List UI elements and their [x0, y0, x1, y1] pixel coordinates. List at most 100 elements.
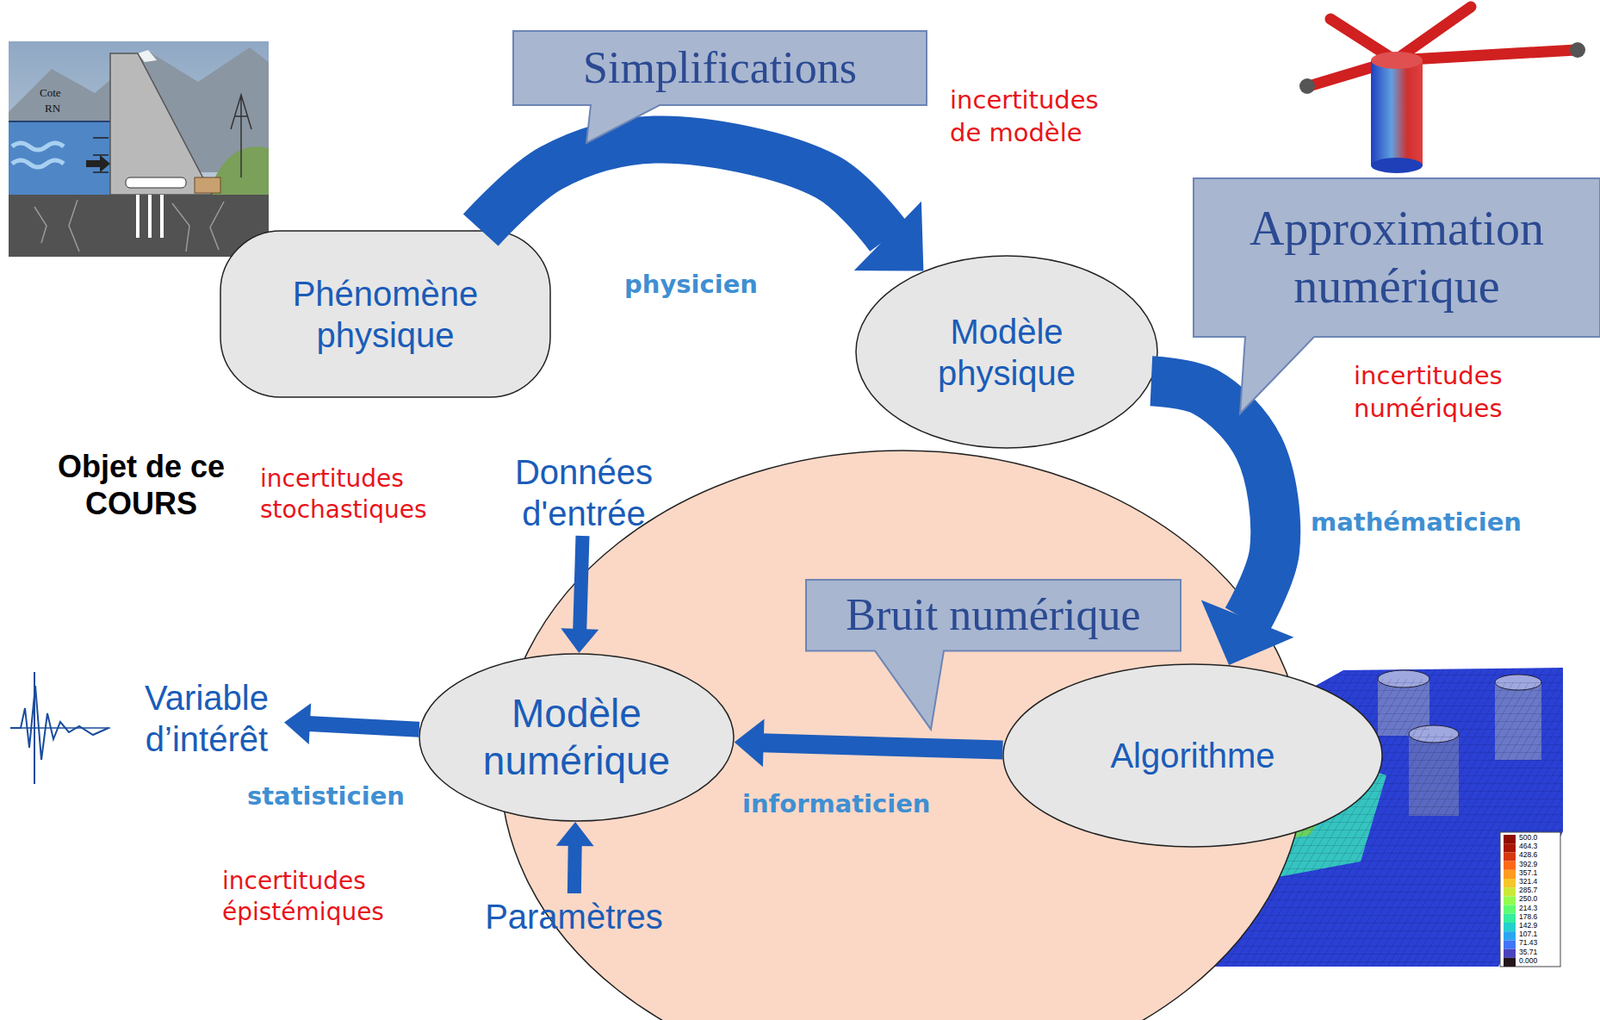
scale-swatch [1503, 851, 1516, 861]
flow-arrow [734, 718, 1004, 767]
dam-illustration-part [8, 120, 114, 197]
scale-value: 250.0 [1519, 894, 1538, 903]
scale-value: 357.1 [1519, 868, 1538, 877]
input-label: Données d'entrée [499, 449, 669, 536]
uncertainty-note: incertitudes numériques [1353, 359, 1503, 425]
dam-illustration [8, 41, 269, 257]
model-ellipse-shape [419, 653, 734, 821]
scale-swatch [1503, 939, 1516, 949]
flow-arrow [556, 821, 595, 894]
node-label: Variable d’intérêt [144, 676, 269, 760]
scale-value: 464.3 [1519, 842, 1538, 850]
callout-box: Bruit numérique [806, 579, 1181, 651]
uncertainty-note: incertitudes stochastiques [260, 463, 428, 527]
process-box-outline [219, 229, 552, 398]
model-ellipse: Modèle physique [855, 254, 1159, 449]
arrow-head [556, 821, 595, 846]
dam-illustration-part [8, 41, 269, 257]
part-3d-view-part [1308, 6, 1576, 87]
flow-arrow [284, 702, 420, 745]
node-label: Paramètres [484, 895, 664, 937]
scale-value: 178.6 [1519, 912, 1538, 921]
model-ellipse: Modèle numérique [418, 652, 735, 822]
finite-element-mesh-part [1377, 678, 1430, 736]
scale-value: 71.43 [1519, 938, 1538, 947]
color-scale [1503, 834, 1516, 967]
arrow-shaft [1151, 380, 1276, 621]
part-3d-view-part [1370, 51, 1423, 69]
algorithm-ellipse-shape [1003, 663, 1383, 847]
callout-box: Simplifications [513, 31, 927, 106]
node-label: Phénomène physique [292, 272, 479, 356]
dam-illustration-part [8, 120, 111, 123]
node-label: Approximation numérique [1249, 199, 1545, 316]
dam-illustration-part [86, 155, 111, 173]
node-label: Objet de ce COURS [24, 446, 259, 524]
finite-element-mesh-part [1408, 733, 1459, 816]
arrow-shaft [567, 843, 583, 894]
model-ellipse-outline [418, 652, 735, 822]
scale-value: 285.7 [1519, 886, 1538, 894]
node-label: Modèle numérique [483, 689, 670, 785]
node-label: Simplifications [582, 41, 857, 95]
scale-swatch [1503, 913, 1516, 923]
part-3d-view-part [1569, 42, 1586, 58]
text-block: Données d'entrée [514, 451, 653, 534]
text-block: Objet de ce COURS [24, 446, 259, 524]
scale-value: 500.0 [1519, 833, 1538, 842]
flow-arrow [480, 139, 924, 272]
signal-icon-part [10, 685, 109, 760]
uncertainty-note: incertitudes épistémiques [222, 865, 385, 929]
signal-icon [10, 671, 111, 784]
part-3d-view-part [1370, 157, 1423, 174]
node-label: Modèle physique [937, 310, 1076, 394]
dam-illustration-part [8, 194, 269, 257]
dam-illustration-part [194, 177, 221, 193]
text-block: Modèle numérique [483, 689, 670, 785]
uncertainty-note: incertitudes de modèle [949, 84, 1099, 149]
model-ellipse-outline [855, 254, 1159, 449]
flow-arrow [1151, 380, 1295, 665]
callout-box: Approximation numérique [1193, 178, 1600, 337]
output-label: Variable d’intérêt [129, 675, 285, 762]
finite-element-mesh-part [1500, 831, 1561, 967]
finite-element-mesh-part [1408, 733, 1459, 816]
scale-value: 142.9 [1519, 921, 1538, 930]
part-3d-view-part [1370, 60, 1423, 166]
scale-swatch [1503, 922, 1516, 931]
scale-swatch [1503, 834, 1516, 844]
scale-value: 35.71 [1519, 948, 1538, 956]
water-level-tag: RN [44, 101, 61, 117]
arrow-head [734, 718, 765, 767]
parameter-label: Paramètres [469, 893, 679, 940]
role-label: mathématicien [1310, 506, 1522, 540]
arrow-shaft [762, 742, 1004, 750]
role-label: informaticien [742, 787, 931, 821]
arrow-head [284, 702, 311, 745]
scale-value: 392.9 [1519, 860, 1538, 869]
scale-swatch [1503, 895, 1516, 905]
dam-illustration-part [125, 177, 187, 188]
algorithm-ellipse: Algorithme [1002, 663, 1383, 848]
part-3d-view-part [1299, 78, 1315, 94]
scale-swatch [1503, 948, 1516, 958]
arrow-shaft [579, 535, 583, 631]
arrow-head [560, 627, 599, 653]
scale-swatch [1503, 886, 1516, 896]
scale-swatch [1503, 869, 1516, 879]
dam-illustration-part [137, 194, 162, 238]
scale-swatch [1503, 930, 1516, 940]
arrow-head [1201, 600, 1295, 665]
scale-swatch [1503, 957, 1516, 967]
process-box: Phénomène physique [219, 229, 552, 398]
scale-swatch [1503, 861, 1516, 870]
dam-illustration-part [110, 53, 212, 195]
signal-icon-part [10, 726, 111, 729]
text-block: Variable d’intérêt [144, 676, 269, 760]
dam-illustration-part [34, 199, 224, 252]
role-label: statisticien [247, 780, 405, 813]
process-box-shape [220, 230, 551, 397]
node-label: Données d'entrée [514, 451, 653, 534]
flow-arrow [560, 535, 599, 653]
